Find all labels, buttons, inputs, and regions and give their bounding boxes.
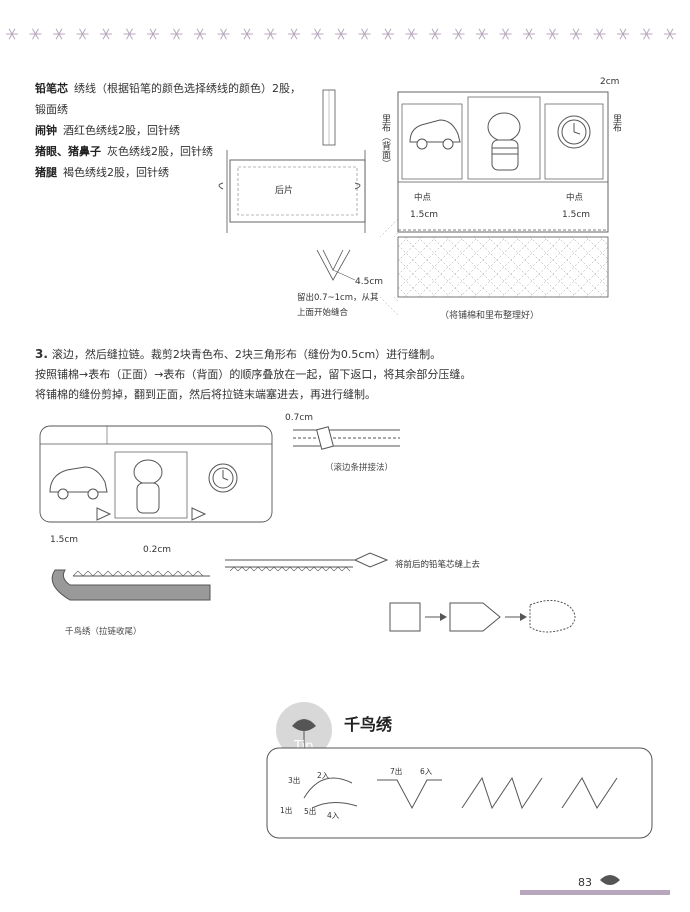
zipper-drawing: 1.5cm 0.2cm 千鸟绣（拉链收尾） [50, 535, 211, 637]
snowflake-icon [382, 28, 394, 40]
lining-right-label: 里布 [611, 114, 622, 133]
label-5-out: 5出 [304, 806, 316, 816]
material-pig-legs: 猪腿褐色绣线2股，回针绣 [35, 166, 169, 179]
pencil-note: 将前后的铅笔芯缝上去 [395, 559, 481, 570]
page-number: 83 [578, 876, 592, 889]
snowflake-icon [6, 28, 18, 40]
lining-caption: （将铺棉和里布整理好） [440, 309, 539, 321]
material-pencil-core-cont: 锻面绣 [35, 103, 68, 116]
lining-drawing: 2cm 里布（背面） 里布 中点 中点 1.5cm 1.5cm （将铺棉和 [379, 77, 622, 321]
binding-drawing: 0.7cm （滚边条拼接法） [285, 413, 400, 473]
snowflake-icon [241, 28, 253, 40]
step-3-text: 3.滚边，然后缝拉链。裁剪2块青色布、2块三角形布（缝份为0.5cm）进行缝制。… [35, 344, 655, 405]
figure-zipper-pencil: 将前后的铅笔芯缝上去 [225, 545, 655, 650]
snowflake-icon [147, 28, 159, 40]
label-6-in: 6入 [420, 767, 433, 776]
tip-title: 千鸟绣 [344, 715, 393, 734]
snowflake-icon [640, 28, 653, 40]
material-pig-eyes: 猪眼、猪鼻子灰色绣线2股，回针绣 [35, 145, 213, 158]
figure-back-piece: 后片 4.5cm 留出0.7~1cm，从其 上面开始缝合 [205, 85, 390, 325]
snowflake-icon [523, 28, 535, 40]
figure-binding: 0.7cm （滚边条拼接法） [285, 408, 415, 478]
pouch-drawing [39, 425, 273, 523]
snowflake-icon [100, 28, 112, 40]
snowflake-icon [170, 28, 183, 40]
figure-lining: 2cm 里布（背面） 里布 中点 中点 1.5cm 1.5cm （将铺棉和 [379, 72, 640, 324]
snowflake-icon [546, 28, 559, 40]
snowflake-icon [405, 28, 418, 40]
material-pencil-core: 铅笔芯绣线（根据铅笔的颜色选择绣线的颜色）2股， [35, 82, 301, 95]
snowflake-icon [617, 28, 629, 40]
label-2-in: 2入 [317, 771, 330, 780]
snowflake-icon [570, 28, 582, 40]
snowflake-border [6, 28, 676, 40]
tip-drawing: Tip 千鸟绣 3出 2入 1出 5出 4入 7出 6入 [266, 702, 653, 839]
header-pattern [0, 20, 690, 48]
figure-pouch [35, 420, 280, 530]
snowflake-icon [288, 28, 300, 40]
back-piece-drawing: 后片 4.5cm 留出0.7~1cm，从其 上面开始缝合 [218, 89, 383, 318]
midpoint-left: 中点 [414, 192, 432, 203]
figure-zipper: 1.5cm 0.2cm 千鸟绣（拉链收尾） [35, 530, 235, 650]
snowflake-icon [429, 28, 441, 40]
zipper-caption: 千鸟绣（拉链收尾） [65, 626, 142, 637]
material-clock: 闹钟酒红色绣线2股，回针绣 [35, 124, 180, 137]
snowflake-icon [452, 28, 465, 40]
snowflake-icon [476, 28, 488, 40]
label-7-out: 7出 [390, 766, 402, 776]
footer: 83 [500, 862, 680, 902]
snowflake-icon [335, 28, 347, 40]
dim-right: 1.5cm [562, 210, 590, 220]
binding-dim: 0.7cm [285, 413, 313, 423]
label-1-out: 1出 [280, 805, 292, 815]
snowflake-icon [664, 28, 676, 40]
snowflake-icon [358, 28, 371, 40]
label-3-out: 3出 [288, 775, 300, 785]
snowflake-icon [194, 28, 206, 40]
snowflake-icon [311, 28, 324, 40]
snowflake-icon [264, 28, 277, 40]
snowflake-icon [217, 28, 230, 40]
lining-left-label: 里布（背面） [380, 114, 391, 168]
back-piece-note-1: 留出0.7~1cm，从其 [297, 292, 379, 303]
footer-drawing: 83 [520, 875, 670, 895]
step-3-line-2: 按照铺棉→表布（正面）→表布（背面）的顺序叠放在一起，留下返口，将其余部分压缝。 [35, 368, 472, 381]
snowflake-icon [76, 28, 89, 40]
step-3-line-3: 将铺棉的缝份剪掉，翻到正面，然后将拉链末端塞进去，再进行缝制。 [35, 388, 376, 401]
tip-section: Tip 千鸟绣 3出 2入 1出 5出 4入 7出 6入 [262, 698, 662, 848]
snowflake-icon [53, 28, 65, 40]
zipper-dim-2: 0.2cm [143, 545, 171, 555]
step-3-line-1: 3.滚边，然后缝拉链。裁剪2块青色布、2块三角形布（缝份为0.5cm）进行缝制。 [35, 347, 442, 361]
midpoint-right: 中点 [566, 192, 584, 203]
lining-dim-top: 2cm [600, 77, 619, 87]
snowflake-icon [29, 28, 42, 40]
snowflake-icon [123, 28, 136, 40]
binding-caption: （滚边条拼接法） [325, 462, 393, 473]
materials-list: 铅笔芯绣线（根据铅笔的颜色选择绣线的颜色）2股， 锻面绣 闹钟酒红色绣线2股，回… [35, 78, 335, 183]
snowflake-icon [499, 28, 512, 40]
back-piece-dim: 4.5cm [355, 277, 383, 287]
label-4-in: 4入 [327, 811, 340, 820]
zipper-pencil-drawing: 将前后的铅笔芯缝上去 [225, 552, 576, 633]
dim-left: 1.5cm [410, 210, 438, 220]
zipper-dim-1: 1.5cm [50, 535, 78, 545]
back-piece-note-2: 上面开始缝合 [297, 307, 349, 318]
snowflake-icon [593, 28, 606, 40]
back-piece-label: 后片 [275, 184, 293, 196]
